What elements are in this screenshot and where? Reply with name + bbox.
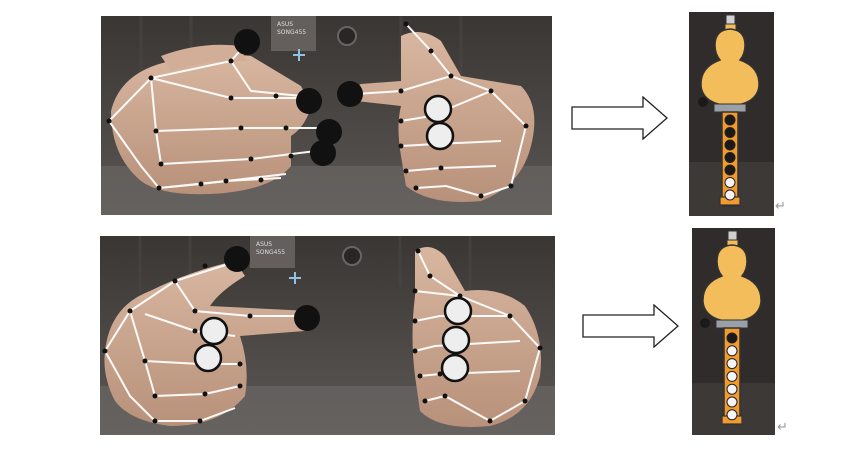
right-hand <box>412 247 541 427</box>
photo-tag-line-2: SONG455 <box>256 249 285 256</box>
finger-hole-open <box>724 189 736 201</box>
hand-photo-1: ASUS SONG455 <box>101 16 552 215</box>
hulusi-instrument-1 <box>689 12 774 216</box>
finger-hole-open <box>726 345 738 357</box>
finger-hole-closed <box>724 164 736 176</box>
hulusi-instrument-icon <box>692 228 775 435</box>
thumb-hole <box>700 318 710 328</box>
right-arrow-icon <box>582 303 680 352</box>
photo-tag-line-1: ASUS <box>256 241 272 248</box>
photo-tag-line-1: ASUS <box>277 21 293 28</box>
hulusi-instrument-2 <box>692 228 775 435</box>
finger-hole-closed <box>724 127 736 138</box>
finger-hole-open <box>726 358 738 370</box>
finger-holes <box>726 332 738 421</box>
crosshair-icon <box>293 49 305 61</box>
return-mark: ↵ <box>775 199 786 214</box>
left-hand-joints <box>106 58 294 191</box>
left-hand <box>111 54 311 195</box>
return-mark: ↵ <box>777 420 788 435</box>
finger-hole-open <box>724 177 736 188</box>
hand-photo-2: ASUS SONG455 <box>100 236 555 435</box>
hulusi-instrument-icon <box>689 12 774 216</box>
hand-photo-1-canvas: ASUS SONG455 <box>101 16 552 215</box>
finger-hole-open <box>726 409 738 421</box>
finger-hole-open <box>726 396 738 408</box>
thumb-hole <box>698 97 708 107</box>
finger-markers-closed <box>234 29 363 166</box>
finger-hole-closed <box>724 114 736 126</box>
crosshair-icon <box>289 272 301 284</box>
right-hand-joints <box>412 248 543 424</box>
right-arrow-icon <box>571 95 669 144</box>
finger-hole-closed <box>726 332 738 344</box>
finger-holes <box>724 114 736 201</box>
finger-hole-closed <box>724 152 736 163</box>
photo-tag-line-2: SONG455 <box>277 29 306 36</box>
finger-hole-open <box>726 370 738 382</box>
finger-markers-open <box>193 296 473 383</box>
finger-markers-open <box>423 94 455 151</box>
finger-markers-closed <box>224 246 320 331</box>
finger-hole-open <box>726 383 738 395</box>
finger-hole-closed <box>724 139 736 151</box>
hand-photo-2-canvas: ASUS SONG455 <box>100 236 555 435</box>
